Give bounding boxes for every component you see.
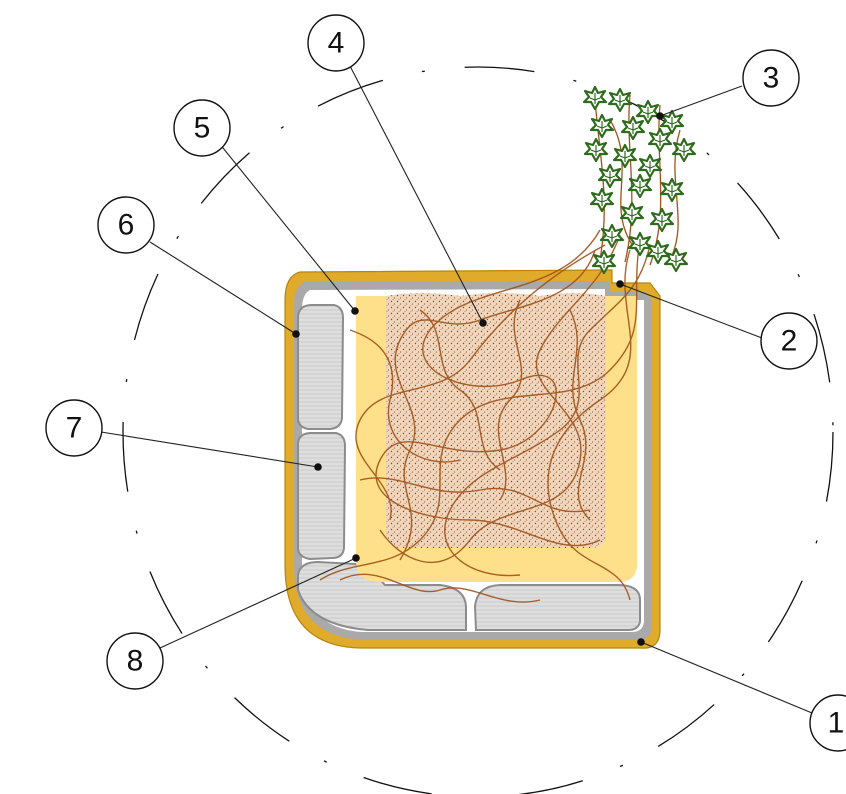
callout-3-label: 3 — [763, 62, 780, 95]
callout-5: 5 — [174, 100, 230, 156]
dot-2 — [616, 280, 624, 288]
leader-3 — [660, 86, 742, 116]
dot-8 — [352, 554, 360, 562]
soil-substrate — [386, 293, 606, 548]
callout-3: 3 — [743, 50, 799, 106]
callout-7-label: 7 — [66, 412, 83, 445]
callout-7: 7 — [46, 400, 102, 456]
dot-5 — [351, 307, 359, 315]
leader-1 — [641, 642, 812, 713]
ivy-plant — [584, 87, 695, 273]
leader-6 — [150, 242, 296, 334]
stone-bottom-right — [475, 585, 640, 630]
callout-6: 6 — [98, 197, 154, 253]
dot-7 — [314, 463, 322, 471]
dot-1 — [637, 638, 645, 646]
callout-1: 1 — [810, 695, 846, 751]
dot-4 — [479, 319, 487, 327]
stone-left-upper — [298, 305, 343, 429]
callout-6-label: 6 — [118, 209, 135, 242]
callout-1-label: 1 — [828, 707, 845, 740]
callout-5-label: 5 — [194, 112, 211, 145]
stone-left-middle — [298, 433, 345, 559]
callout-8: 8 — [107, 633, 163, 689]
callout-4: 4 — [308, 15, 364, 71]
callout-4-label: 4 — [328, 27, 345, 60]
dot-3 — [656, 112, 664, 120]
callout-8-label: 8 — [127, 645, 144, 678]
callout-2-label: 2 — [781, 325, 798, 358]
callout-2: 2 — [761, 313, 817, 369]
dot-6 — [292, 330, 300, 338]
